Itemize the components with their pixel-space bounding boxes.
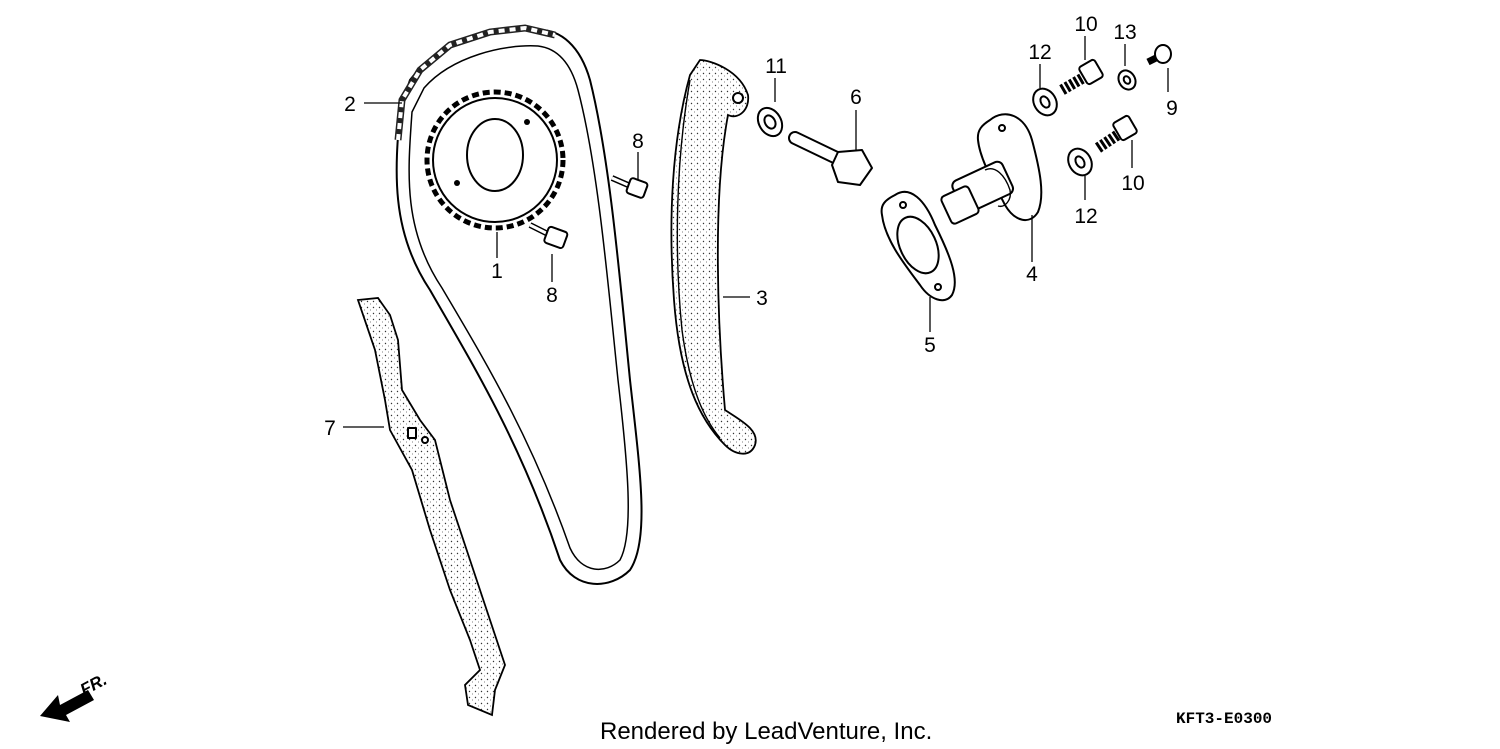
washer-13: [1117, 69, 1137, 91]
callout-8-lower: 8: [546, 284, 558, 307]
diagram-code: KFT3-E0300: [1176, 710, 1272, 728]
sprocket-bolt-lower: [528, 222, 569, 250]
cam-sprocket: [424, 89, 566, 231]
callout-9: 9: [1166, 97, 1178, 120]
callout-13: 13: [1113, 21, 1136, 44]
sprocket-bolt-upper: [610, 175, 649, 199]
callout-1: 1: [491, 260, 503, 283]
sealing-bolt: [1146, 44, 1172, 66]
tensioner-bolt-upper: [1059, 58, 1104, 95]
cam-chain-guide: [356, 297, 506, 717]
callout-7: 7: [324, 417, 336, 440]
callout-12-upper: 12: [1028, 41, 1051, 64]
washer-12-upper: [1032, 87, 1058, 117]
callout-8-upper: 8: [632, 130, 644, 153]
callout-12-lower: 12: [1074, 205, 1097, 228]
callout-10-lower: 10: [1121, 172, 1144, 195]
tensioner-pivot-bolt: [788, 131, 873, 186]
tensioner-bolt-lower: [1094, 114, 1138, 153]
callout-2: 2: [344, 93, 356, 116]
washer-12-lower: [1067, 147, 1093, 177]
callout-6: 6: [850, 86, 862, 109]
callout-5: 5: [924, 334, 936, 357]
callout-3: 3: [756, 287, 768, 310]
render-credit: Rendered by LeadVenture, Inc.: [600, 718, 932, 745]
cam-chain: [394, 24, 643, 585]
callout-10-upper: 10: [1074, 13, 1097, 36]
callout-4: 4: [1026, 263, 1038, 286]
tensioner-gasket: [880, 190, 956, 302]
front-direction-arrow-icon: FR.: [40, 670, 110, 722]
leader-lines: [343, 36, 1169, 428]
cam-chain-tensioner-lifter: [940, 113, 1043, 225]
cam-chain-tensioner-slipper: [670, 59, 757, 455]
washer-11: [756, 106, 784, 138]
callout-11: 11: [765, 55, 787, 78]
